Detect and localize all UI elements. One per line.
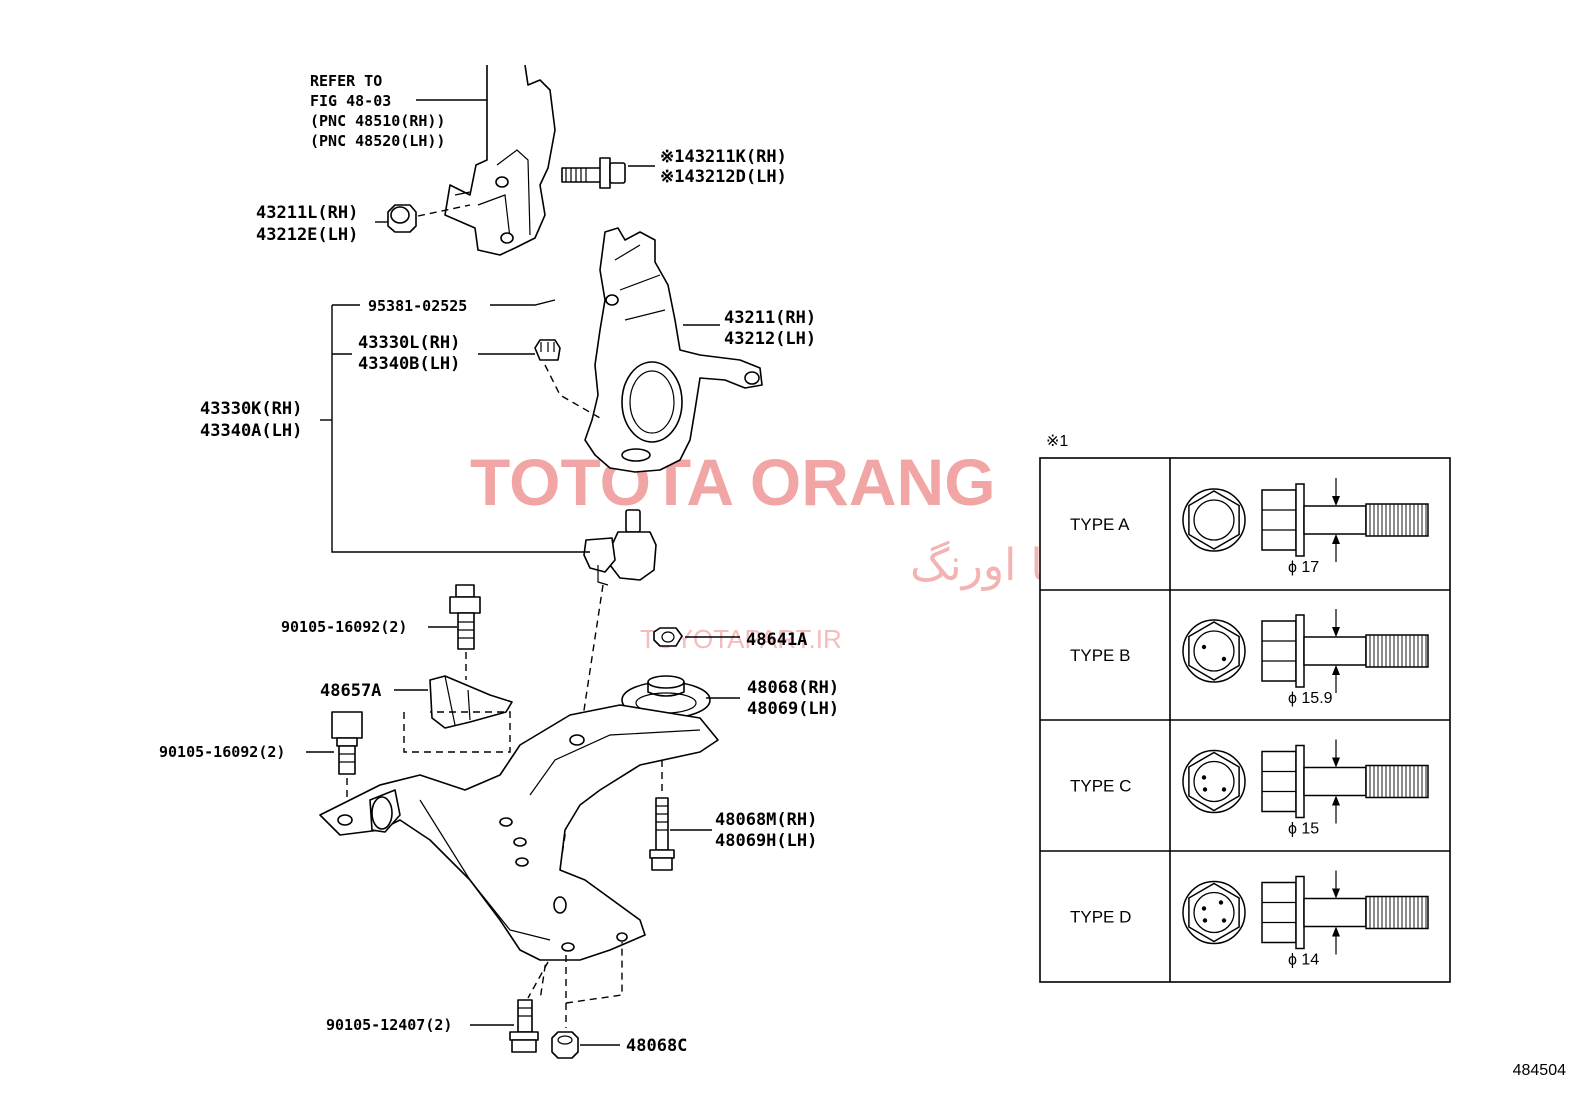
label-nut-48641a: 48641A [746,630,807,650]
cotter-pin-drawing [490,299,556,306]
identification-dot [1201,775,1207,780]
identification-dot [1201,644,1207,650]
label-knuckle-rh: 43211(RH) [724,308,816,328]
label-arm-bolt-rh: 48068M(RH) [715,810,817,830]
type-table [1039,457,1451,983]
bolt-side-view [1261,870,1429,955]
type-label: TYPE C [1070,777,1131,796]
label-bushing-rh: 48068(RH) [747,678,839,698]
label-nut-rh: 43211L(RH) [256,203,358,223]
type-row: TYPE B ϕ 15.9 [1070,609,1429,707]
type-row: TYPE D ϕ 14 [1070,870,1429,969]
diameter-label: ϕ 17 [1288,559,1319,576]
type-label: TYPE D [1070,908,1131,927]
label-nut-48068c: 48068C [626,1036,687,1056]
label-knuckle-lh: 43212(LH) [724,329,816,349]
left-bolt-drawing [331,711,363,775]
label-bolt-lh: ※143212D(LH) [660,167,787,187]
ball-joint-drawing [583,509,657,586]
label-ball-nut-rh: 43330L(RH) [358,333,460,353]
bolt-side-view [1261,739,1429,824]
type-label: TYPE B [1070,646,1130,665]
upper-bolt-drawing [449,584,481,650]
knuckle-drawing [584,227,763,473]
refer-text-3: (PNC 48510(RH)) [310,112,445,130]
strut-nut-drawing [387,204,417,233]
label-cotter-pin: 95381-02525 [368,297,467,315]
diameter-label: ϕ 15.9 [1288,690,1333,707]
label-nut-lh: 43212E(LH) [256,225,358,245]
identification-dot [1221,787,1227,792]
lower-arm-drawing [319,704,719,961]
type-label: TYPE A [1070,515,1130,534]
refer-text-2: FIG 48-03 [310,92,391,110]
strut-bolt-drawing [561,157,626,189]
label-arm-bolt-lh: 48069H(LH) [715,831,817,851]
refer-text-1: REFER TO [310,72,382,90]
diameter-label: ϕ 14 [1288,952,1319,969]
label-bolt-lower: 90105-12407(2) [326,1016,452,1034]
table-note-mark: ※1 [1046,433,1068,450]
bracket-48657a-drawing [429,675,513,729]
bolt-side-view [1261,609,1429,693]
label-ball-joint-lh: 43340A(LH) [200,421,302,441]
arm-bolt-drawing [649,797,675,871]
watermark-latin: TOTOTA ORANG [470,445,996,519]
identification-dot [1202,918,1208,923]
label-bolt-rh: ※143211K(RH) [660,147,787,167]
diameter-label: ϕ 15 [1288,821,1319,838]
type-row: TYPE C ϕ 15 [1070,739,1429,838]
identification-dot [1202,787,1208,792]
castle-nut-drawing [534,339,561,361]
label-bolt-left: 90105-16092(2) [159,743,285,761]
identification-dot [1221,656,1227,662]
nut-48641a-drawing [653,627,683,647]
identification-dot [1221,918,1227,923]
bolt-side-view [1261,478,1429,562]
nut-48068c-drawing [551,1031,579,1059]
identification-dot [1201,906,1207,911]
lower-bolt-drawing [509,999,539,1053]
strut-drawing [444,64,556,256]
label-ball-nut-lh: 43340B(LH) [358,354,460,374]
refer-text-4: (PNC 48520(LH)) [310,132,445,150]
label-bushing-lh: 48069(LH) [747,699,839,719]
label-bracket: 48657A [320,681,381,701]
ball-joint-bracket-line [331,305,590,553]
figure-number: 484504 [1513,1062,1566,1079]
type-row: TYPE A ϕ 17 [1070,478,1429,576]
label-bolt-upper: 90105-16092(2) [281,618,407,636]
label-ball-joint-rh: 43330K(RH) [200,399,302,419]
identification-dot [1218,900,1224,905]
